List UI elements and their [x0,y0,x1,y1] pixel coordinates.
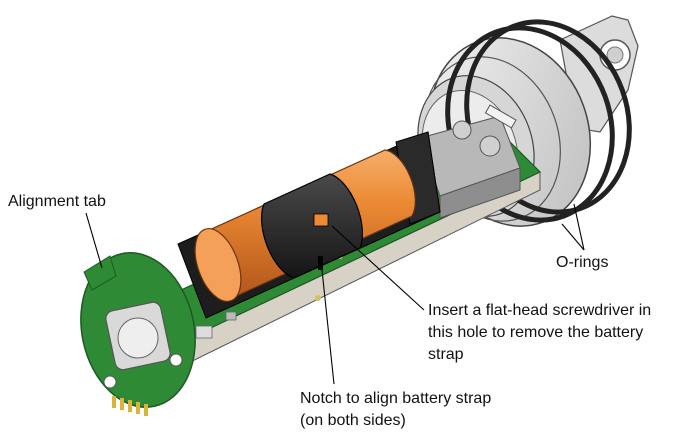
o-rings-label: O-rings [556,254,609,271]
leader-notch [321,269,335,385]
header-pins [112,396,148,416]
screwdriver-instruction-label: Insert a flat-head screwdriver in this h… [428,300,651,366]
leader-alignment-tab [85,212,103,269]
alignment-tab-label: Alignment tab [8,193,106,210]
screwdriver-line-1: Insert a flat-head screwdriver in [428,302,652,319]
leader-screwdriver [331,225,425,311]
notch-line-2: (on both sides) [300,412,406,429]
front-end-plate [80,252,196,416]
notch-line-1: Notch to align battery strap [300,390,492,407]
screwdriver-line-2: this hole to remove the battery [428,324,644,341]
notch-label: Notch to align battery strap (on both si… [300,388,491,432]
component-block [419,104,521,219]
leader-lines [85,203,585,385]
battery-strap [260,173,364,279]
leader-o-ring-1 [573,203,585,251]
leader-o-ring-2 [561,223,585,251]
screwdriver-line-3: strap [428,346,464,363]
